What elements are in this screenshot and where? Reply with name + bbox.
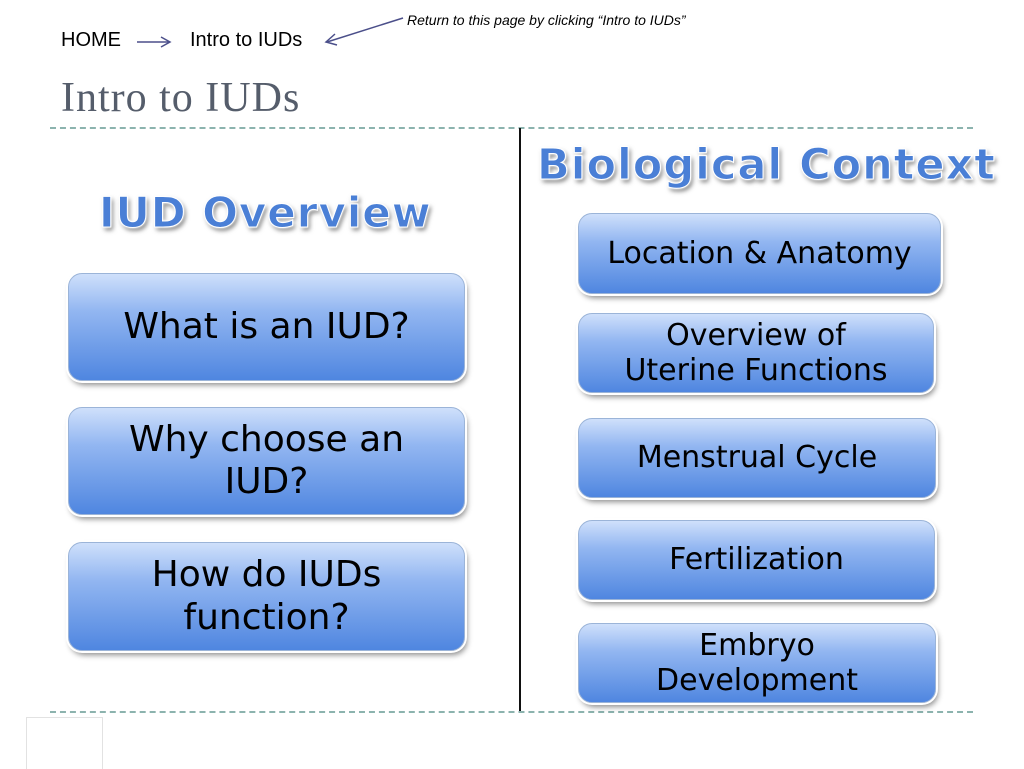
iud-overview-heading: IUD Overview <box>99 188 432 238</box>
button-label: Menstrual Cycle <box>636 440 878 476</box>
column-divider <box>519 128 521 711</box>
breadcrumb-home-link[interactable]: HOME <box>61 29 121 51</box>
button-label: Development <box>656 663 858 698</box>
button-label: Embryo <box>699 627 815 663</box>
bottom-divider-line <box>50 711 973 713</box>
slide-corner-box <box>26 717 103 769</box>
location-anatomy-button[interactable]: Location & Anatomy <box>578 213 941 294</box>
top-divider-line <box>50 127 973 129</box>
button-label: Uterine Functions <box>624 353 888 388</box>
button-label: function? <box>183 596 350 638</box>
navigation-note: Return to this page by clicking “Intro t… <box>407 12 686 28</box>
why-choose-iud-button[interactable]: Why choose an IUD? <box>68 407 465 515</box>
button-label: Fertilization <box>669 542 844 578</box>
menstrual-cycle-button[interactable]: Menstrual Cycle <box>578 418 936 498</box>
biological-context-heading: Biological Context <box>537 140 996 191</box>
pointer-arrow-icon <box>324 17 404 46</box>
button-label: Overview of <box>666 317 846 353</box>
fertilization-button[interactable]: Fertilization <box>578 520 935 600</box>
right-arrow-icon <box>137 36 172 48</box>
page-title: Intro to IUDs <box>61 75 301 121</box>
embryo-development-button[interactable]: Embryo Development <box>578 623 936 703</box>
button-label: How do IUDs <box>151 554 382 596</box>
uterine-functions-button[interactable]: Overview of Uterine Functions <box>578 313 934 393</box>
button-label: What is an IUD? <box>123 305 410 347</box>
button-label: Why choose an <box>128 418 405 460</box>
button-label: Location & Anatomy <box>607 235 912 271</box>
button-label: IUD? <box>224 461 309 502</box>
what-is-an-iud-button[interactable]: What is an IUD? <box>68 273 465 381</box>
breadcrumb-intro-link[interactable]: Intro to IUDs <box>190 29 303 51</box>
how-do-iuds-function-button[interactable]: How do IUDs function? <box>68 542 465 651</box>
